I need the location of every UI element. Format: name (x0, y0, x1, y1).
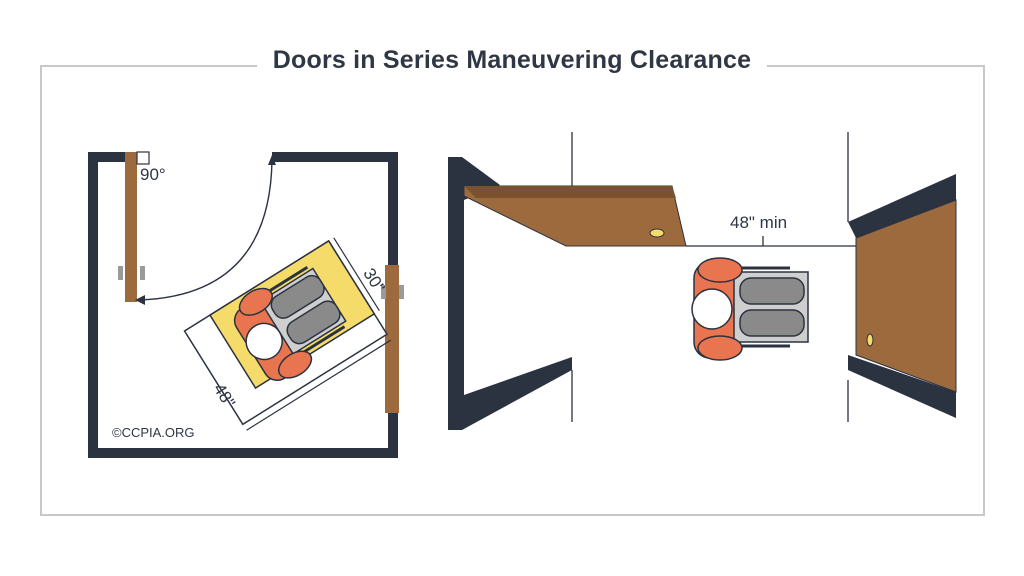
copyright-text: ©CCPIA.ORG (112, 425, 195, 440)
arrowhead-icon (135, 295, 145, 305)
door-hinge-icon (399, 285, 404, 299)
door-hinge-icon (381, 285, 386, 299)
left-room-walls (88, 152, 398, 458)
right-right-wall (848, 174, 957, 418)
right-open-door (463, 185, 687, 247)
person-icon (691, 257, 743, 361)
door-hinge-icon (140, 266, 145, 280)
clearance-dimension: 48" min (686, 213, 856, 247)
clearance-label: 48" min (730, 213, 787, 232)
right-plan: 48" min (448, 132, 957, 430)
head-icon (245, 322, 283, 361)
arrowhead-icon (268, 155, 276, 165)
person-icon (233, 287, 313, 382)
door-hinge-icon (118, 266, 123, 280)
door-swing-arc (135, 155, 276, 305)
left-plan: 90° (88, 151, 404, 458)
diagram-title: Doors in Series Maneuvering Clearance (256, 46, 768, 75)
angle-label: 90° (140, 165, 166, 184)
door-knob-icon (649, 228, 665, 238)
wheelchair-user (691, 257, 809, 361)
door-knob-icon (866, 333, 874, 347)
right-left-wall (448, 157, 572, 430)
clear-floor-space: 30" (183, 237, 392, 431)
left-open-door: 90° (118, 151, 166, 302)
left-room-side-door (381, 265, 404, 413)
head-icon (691, 288, 733, 330)
